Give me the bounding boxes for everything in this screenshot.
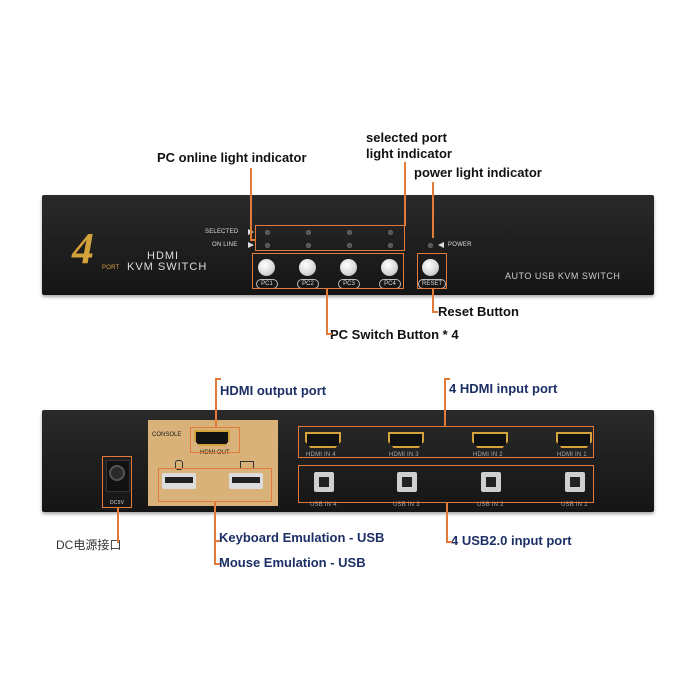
usb-in-2-label: USB IN 2 [477, 502, 504, 508]
selected-led-2 [306, 230, 311, 235]
mouse-callout-tick [214, 563, 220, 565]
usb-in-callout-tick [446, 541, 452, 543]
front-panel: 4 PORT HDMI KVM SWITCH SELECTED ON LINE … [42, 195, 654, 295]
led-row-box [255, 225, 405, 251]
power-arrow-icon [438, 242, 444, 248]
hdmi-in-box [298, 426, 594, 458]
pc-switch-callout-tick [326, 333, 332, 335]
online-arrow-icon [248, 242, 254, 248]
hdmi-in-4-label: HDMI IN 4 [306, 452, 336, 458]
back-panel: DC5V CONSOLE HDMI OUT HDMI IN 4 HDMI IN … [42, 410, 654, 512]
dc-port-box [102, 456, 132, 508]
hdmi-out-label: HDMI OUT [200, 450, 230, 456]
pc2-button[interactable] [299, 259, 316, 276]
usb-keyboard-port [229, 473, 263, 489]
hdmi-in-1-label: HDMI IN 1 [557, 452, 587, 458]
usb-in-3-port [397, 472, 417, 492]
callout-usb-input: 4 USB2.0 input port [451, 533, 572, 548]
usb-in-4-port [314, 472, 334, 492]
big-number-4: 4 [72, 224, 94, 273]
callout-dc-port: DC电源接口 [56, 538, 122, 552]
reset-callout-line [432, 288, 434, 312]
callout-power-light: power light indicator [414, 165, 542, 180]
online-label: ON LINE [212, 242, 238, 248]
selected-led-3 [347, 230, 352, 235]
power-led [428, 243, 433, 248]
hdmi-in-2-label: HDMI IN 2 [473, 452, 503, 458]
online-led-2 [306, 243, 311, 248]
keyboard-callout-tick [214, 540, 220, 542]
callout-reset-button: Reset Button [438, 304, 519, 319]
hdmi-in-callout-tick [444, 378, 450, 380]
hdmi-in-1-port [556, 432, 592, 448]
hdmi-in-callout-line [444, 378, 446, 427]
pc1-button[interactable] [258, 259, 275, 276]
usb-in-3-label: USB IN 3 [393, 502, 420, 508]
hdmi-out-box [190, 427, 240, 453]
usb-in-1-label: USB IN 1 [561, 502, 588, 508]
reset-box [417, 253, 447, 289]
dc-callout-line [117, 507, 119, 543]
keyboard-callout-line [214, 501, 216, 541]
power-label: POWER [448, 242, 472, 248]
selected-callout-line [404, 162, 406, 226]
hdmi-in-3-port [388, 432, 424, 448]
callout-pc-switch: PC Switch Button * 4 [330, 327, 459, 342]
port-word: PORT [102, 265, 120, 271]
usb-emulation-box [158, 468, 272, 502]
power-callout-line [432, 182, 434, 238]
dc-label: DC5V [110, 500, 125, 506]
mouse-callout-line [214, 540, 216, 564]
online-callout-line [250, 168, 252, 240]
selected-led-1 [265, 230, 270, 235]
callout-selected-port-line1: selected port [366, 130, 447, 145]
callout-selected-port-line2: light indicator [366, 146, 452, 161]
online-led-4 [388, 243, 393, 248]
usb-mouse-port [162, 473, 196, 489]
hdmi-word: HDMI [147, 250, 180, 262]
usb-in-box [298, 465, 594, 503]
callout-hdmi-input: 4 HDMI input port [449, 381, 558, 396]
kvm-switch-word: KVM SWITCH [127, 261, 208, 273]
dc-jack-icon [109, 465, 125, 481]
pc3-button[interactable] [340, 259, 357, 276]
hdmi-in-4-port [305, 432, 341, 448]
console-label: CONSOLE [152, 432, 182, 438]
pc-switch-callout-line [326, 288, 328, 334]
selected-label: SELECTED [205, 229, 239, 235]
pc-buttons-box [252, 253, 404, 289]
hdmi-in-3-label: HDMI IN 3 [389, 452, 419, 458]
callout-hdmi-output: HDMI output port [220, 383, 327, 398]
hdmi-out-callout-line [215, 378, 217, 428]
mouse-icon [175, 460, 183, 470]
reset-button[interactable] [422, 259, 439, 276]
usb-in-1-port [565, 472, 585, 492]
reset-callout-tick [432, 311, 438, 313]
callout-mouse: Mouse Emulation - USB [219, 555, 366, 570]
selected-led-4 [388, 230, 393, 235]
online-led-3 [347, 243, 352, 248]
usb-in-callout-line [446, 502, 448, 542]
callout-pc-online: PC online light indicator [157, 150, 307, 165]
callout-keyboard: Keyboard Emulation - USB [219, 530, 385, 545]
hdmi-out-port [194, 430, 230, 446]
usb-in-4-label: USB IN 4 [310, 502, 337, 508]
online-callout-tick [250, 239, 256, 241]
online-led-1 [265, 243, 270, 248]
pc4-button[interactable] [381, 259, 398, 276]
hdmi-out-callout-tick [215, 378, 221, 380]
hdmi-in-2-port [472, 432, 508, 448]
auto-usb-kvm-label: AUTO USB KVM SWITCH [505, 271, 621, 281]
usb-in-2-port [481, 472, 501, 492]
